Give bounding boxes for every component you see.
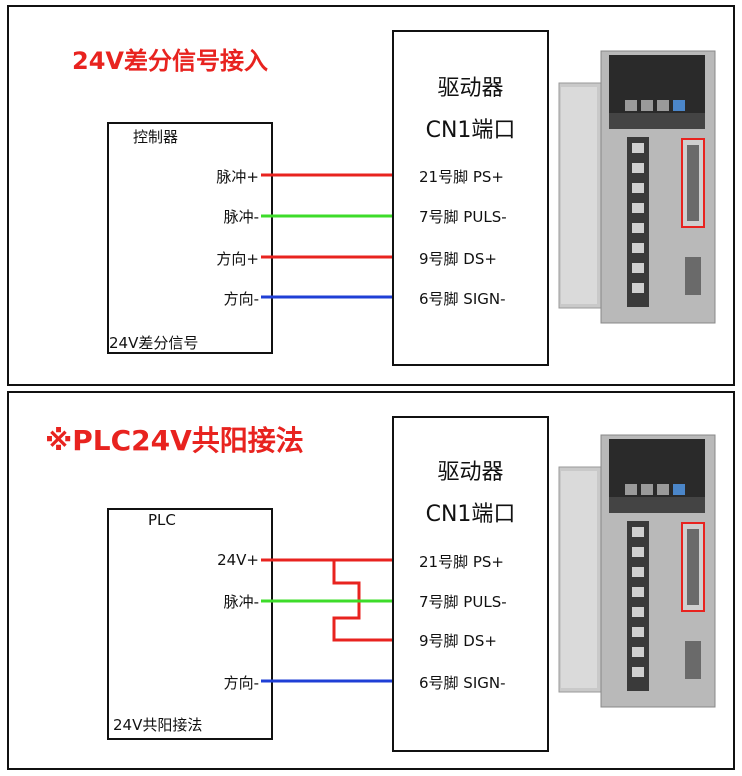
controller-footer-label: 24V差分信号 <box>109 334 199 352</box>
wire-24v-branch <box>332 560 392 642</box>
panel-title: ※PLC24V共阳接法 <box>45 424 304 457</box>
driver-port: CN1端口 <box>425 502 516 527</box>
controller-box <box>107 122 273 354</box>
servo-driver-image <box>558 434 716 708</box>
controller-label: 控制器 <box>133 128 179 146</box>
servo-driver-image <box>558 50 716 324</box>
driver-title: 驱动器 <box>437 460 504 485</box>
signal-label-left: 脉冲- <box>223 593 259 611</box>
signal-label-left: 24V+ <box>217 551 259 569</box>
pin-label: 7号脚 PULS- <box>419 208 507 226</box>
plc-footer-label: 24V共阳接法 <box>113 716 203 734</box>
top-panel: 24V差分信号接入 控制器 24V差分信号 驱动器 CN1端口 脉冲+ 脉冲- … <box>7 5 735 386</box>
plc-box <box>107 508 273 740</box>
driver-box <box>392 416 549 752</box>
driver-port: CN1端口 <box>425 118 516 143</box>
pin-label: 9号脚 DS+ <box>419 250 497 268</box>
driver-title: 驱动器 <box>437 76 504 101</box>
pin-label: 7号脚 PULS- <box>419 593 507 611</box>
pin-label: 21号脚 PS+ <box>419 168 504 186</box>
bottom-wires <box>261 558 392 683</box>
signal-label-left: 方向- <box>223 674 259 692</box>
bottom-panel: ※PLC24V共阳接法 PLC 24V共阳接法 驱动器 CN1端口 24V+ 脉… <box>7 391 735 770</box>
pin-label: 6号脚 SIGN- <box>419 674 506 692</box>
plc-label: PLC <box>148 511 176 529</box>
signal-label-left: 方向+ <box>216 250 259 268</box>
pin-label: 6号脚 SIGN- <box>419 290 506 308</box>
pin-label: 21号脚 PS+ <box>419 553 504 571</box>
signal-label-left: 脉冲- <box>223 208 259 226</box>
panel-title: 24V差分信号接入 <box>72 47 268 75</box>
signal-label-left: 方向- <box>223 290 259 308</box>
signal-label-left: 脉冲+ <box>216 168 259 186</box>
top-wires <box>261 173 392 299</box>
pin-label: 9号脚 DS+ <box>419 632 497 650</box>
driver-box <box>392 30 549 366</box>
